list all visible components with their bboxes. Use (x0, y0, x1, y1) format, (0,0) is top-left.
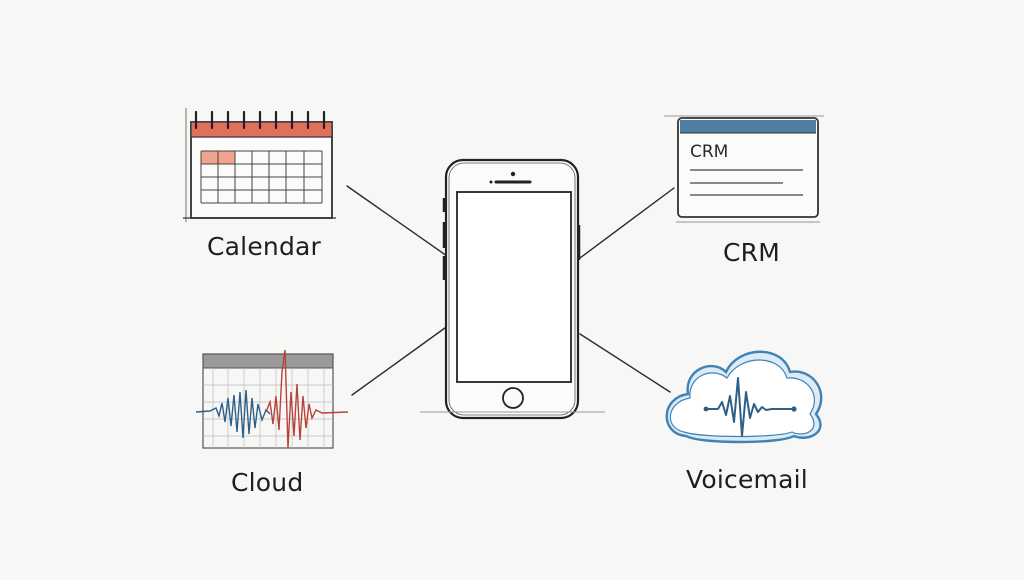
home-button (502, 387, 524, 409)
voicemail-label: Voicemail (686, 465, 808, 494)
calendar-icon (183, 108, 336, 222)
phone-screen (456, 191, 572, 383)
waveform-blue (195, 389, 271, 439)
connector-cloud (351, 319, 457, 396)
connector-crm (579, 187, 675, 259)
waveform-red (265, 349, 349, 449)
crm-titlebar (680, 120, 816, 133)
connectors (346, 185, 675, 396)
crm-window-icon: CRM (664, 115, 824, 223)
calendar-header (190, 121, 333, 138)
cloud-label: Cloud (231, 468, 304, 497)
crm-window-title: CRM (690, 142, 728, 162)
voicemail-waveform (705, 377, 793, 437)
connector-calendar (346, 185, 448, 257)
connector-voicemail (579, 333, 671, 393)
calendar-label: Calendar (207, 232, 322, 261)
waveform-icon (195, 349, 349, 449)
crm-label: CRM (723, 238, 780, 267)
cloud-voicemail-icon (665, 350, 823, 444)
smartphone-icon (420, 158, 605, 420)
